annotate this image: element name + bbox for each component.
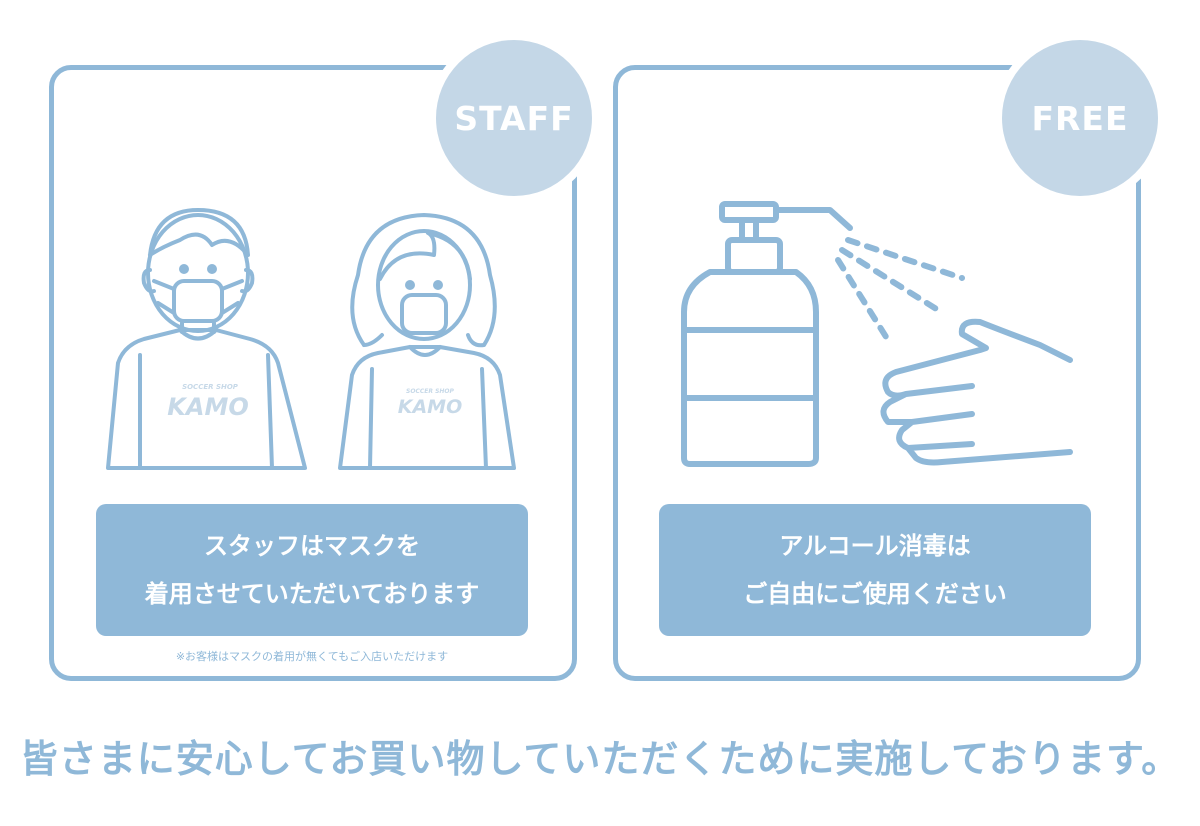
free-badge: FREE xyxy=(1002,40,1158,196)
staff-message-line2: 着用させていただいております xyxy=(144,580,480,608)
staff-note: ※お客様はマスクの着用が無くてもご入店いただけます xyxy=(175,650,449,663)
spray-mist-icon xyxy=(835,237,965,343)
pump-bottle-icon xyxy=(681,201,853,467)
staff-message: スタッフはマスクを 着用させていただいております xyxy=(96,504,528,636)
free-message: アルコール消毒は ご自由にご使用ください xyxy=(659,504,1091,636)
shirt-small-text-female: SOCCER SHOP xyxy=(406,388,454,395)
footer-message: 皆さまに安心してお買い物していただくために実施しております。 xyxy=(19,737,1181,781)
staff-illustration: SOCCER SHOP KAMO SOCCER SHOP KAMO xyxy=(106,208,516,470)
staff-message-line1: スタッフはマスクを xyxy=(204,532,420,560)
free-message-line1: アルコール消毒は xyxy=(779,532,971,560)
free-message-line2: ご自由にご使用ください xyxy=(743,580,1007,608)
staff-badge: STAFF xyxy=(436,40,592,196)
female-staff-figure xyxy=(338,213,516,470)
sanitizer-illustration xyxy=(681,201,1073,467)
shirt-logo-female: KAMO xyxy=(398,396,463,418)
male-staff-figure xyxy=(106,208,307,470)
shirt-small-text-male: SOCCER SHOP xyxy=(182,383,239,391)
hand-icon xyxy=(880,318,1073,466)
shirt-logo-male: KAMO xyxy=(167,393,248,421)
